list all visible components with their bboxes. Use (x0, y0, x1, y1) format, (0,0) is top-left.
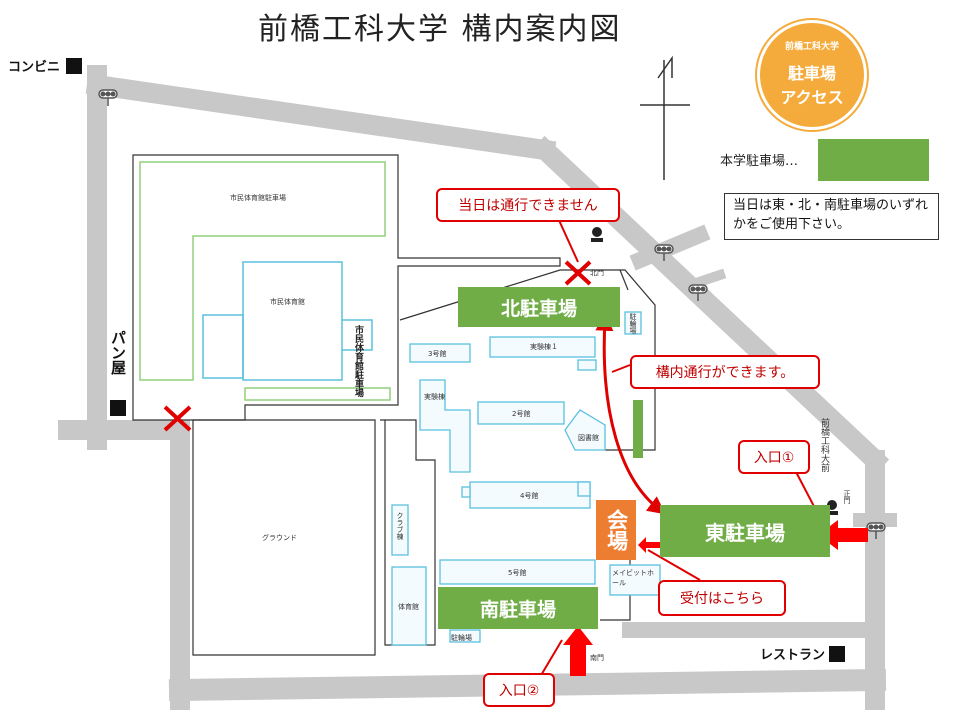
label-building-5: 5号館 (508, 569, 527, 577)
building-lab1 (489, 336, 596, 358)
south-parking[interactable]: 南駐車場 (438, 587, 598, 629)
label-north-gate: 北門 (590, 269, 604, 277)
landmark-restaurant: レストラン (760, 644, 846, 663)
no-pass-x-icon (564, 260, 592, 286)
label-club: クラブ棟 (396, 512, 404, 540)
building-gym (391, 566, 427, 646)
campus-buildings (391, 311, 661, 646)
building-club (391, 504, 409, 556)
label-south-gate: 南門 (590, 654, 604, 662)
north-arrow-icon (640, 55, 690, 180)
building-lab (419, 379, 471, 473)
badge-university: 前橋工科大学 (784, 42, 839, 52)
north-parking[interactable]: 北駐車場 (458, 287, 620, 327)
blocked-marks (163, 260, 592, 432)
building-meibit (609, 564, 661, 596)
entrance-arrow-south-icon (563, 626, 593, 676)
label-civic-gym-parking-vertical: 市民体育館駐車場 (353, 325, 363, 397)
restaurant-marker-icon (829, 645, 846, 662)
gate-post-icon (591, 227, 603, 242)
label-building-4: 4号館 (520, 492, 539, 500)
building-4 (469, 481, 591, 509)
legend-label: 本学駐車場… (720, 154, 799, 169)
callout-no-pass: 当日は通行できません (436, 188, 620, 222)
legend-swatch (818, 139, 929, 181)
label-bike-parking-east: 駐輪場 (629, 313, 637, 334)
callout-entrance-1: 入口① (738, 440, 810, 474)
signal-icons (98, 89, 886, 539)
label-civic-gym: 市民体育館 (270, 298, 305, 306)
badge-line2: アクセス (780, 88, 844, 107)
landmark-convenience: コンビニ (8, 56, 83, 75)
venue-marker[interactable]: 会場 (596, 500, 636, 560)
convenience-marker-icon (66, 57, 83, 74)
road-north (85, 73, 557, 162)
label-gym: 体育館 (398, 603, 419, 611)
entrance-arrow-east-icon (818, 520, 868, 550)
parking-access-badge: 前橋工科大学 駐車場 アクセス (757, 20, 867, 130)
building-2 (477, 401, 565, 425)
label-main-gate: 正門 (843, 490, 851, 504)
page-title: 前橋工科大学 構内案内図 (258, 12, 622, 47)
green-strip (633, 400, 643, 458)
route-arrow (595, 312, 666, 515)
civic-gym-building (202, 261, 373, 381)
signal-icon (654, 244, 674, 261)
civic-parking-outline (139, 161, 391, 401)
signal-icon (866, 522, 886, 539)
callout-pass-ok: 構内通行ができます。 (630, 355, 820, 389)
label-bike-parking-south: 駐輪場 (451, 634, 472, 642)
building-library (564, 409, 606, 451)
label-ground: グラウンド (262, 534, 297, 542)
parking-notice: 当日は東・北・南駐車場のいずれかをご使用下さい。 (724, 193, 939, 240)
callout-entrance-2: 入口② (483, 673, 555, 707)
label-building-2: 2号館 (512, 410, 531, 418)
building-3 (409, 343, 471, 363)
reception-arrow-icon (638, 537, 660, 553)
label-building-3: 3号館 (428, 350, 447, 358)
label-civic-gym-parking: 市民体育館駐車場 (230, 194, 286, 202)
restaurant-label: レストラン (760, 648, 826, 663)
label-lab1: 実験棟１ (530, 343, 558, 351)
badge-line1: 駐車場 (787, 64, 836, 83)
station-label: 前橋工科大前 (819, 418, 829, 472)
entrance-arrows (563, 520, 868, 676)
label-lab: 実験棟 (424, 393, 445, 401)
ground-outline (192, 419, 376, 656)
venue-label: 会場 (604, 509, 629, 551)
east-parking[interactable]: 東駐車場 (660, 505, 830, 557)
callout-reception: 受付はこちら (658, 580, 786, 616)
signal-icon (98, 89, 118, 106)
label-library: 図書館 (578, 434, 599, 442)
road-east-spur (683, 268, 727, 292)
building-5 (439, 559, 596, 585)
no-pass-x-icon (163, 405, 192, 432)
label-meibit-hall: メイビットホール (612, 569, 654, 587)
convenience-label: コンビニ (8, 60, 61, 75)
bakery-marker-icon (110, 400, 126, 416)
landmark-bakery: パン屋 (109, 330, 127, 375)
signal-icon (688, 284, 708, 301)
